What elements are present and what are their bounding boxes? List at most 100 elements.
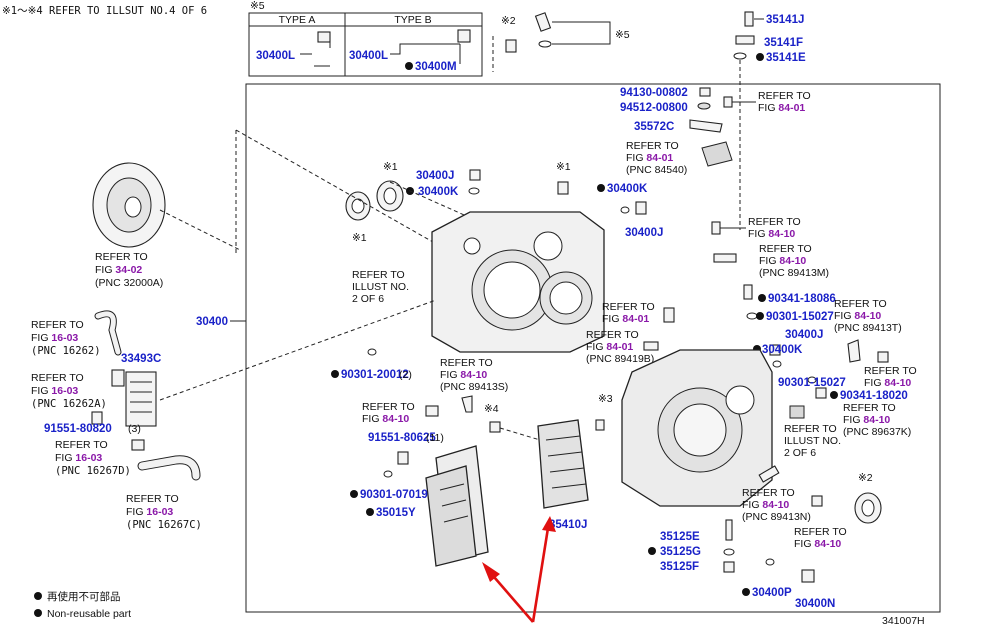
ref-17-l2: FIG 16-03 [31, 332, 78, 344]
mark-2-top: ※2 [501, 15, 516, 27]
header-note: ※1～※4 REFER TO ILLSUT NO.4 OF 6 [2, 5, 207, 17]
type-b-part-number[interactable]: 30400L [349, 50, 388, 62]
ref-11-l2: FIG 84-10 [843, 414, 890, 426]
ref-13-l2: FIG 84-10 [440, 369, 487, 381]
ref-18-l3: (PNC 16262A) [31, 398, 107, 410]
ref-19-l2: FIG 16-03 [55, 452, 102, 464]
pn-35125E[interactable]: 35125E [660, 531, 700, 543]
ref-2-l1: REFER TO [758, 90, 811, 102]
plug-icon [744, 11, 754, 27]
pn-30400K-right[interactable]: 30400K [762, 344, 803, 356]
mark-4: ※4 [484, 403, 499, 415]
ref-16-l1: REFER TO [794, 526, 847, 538]
pn-30400K-top[interactable]: 30400K [418, 186, 459, 198]
ref-4-l3: 2 OF 6 [352, 293, 384, 305]
ref-13-l1: REFER TO [440, 357, 493, 369]
ref-14-l2: FIG 84-10 [362, 413, 409, 425]
pn-35015Y[interactable]: 35015Y [376, 507, 416, 519]
pn-90301-20012[interactable]: 90301-20012 [341, 369, 409, 381]
qty-91551-80820: (3) [128, 423, 141, 435]
pn-35125F[interactable]: 35125F [660, 561, 699, 573]
ref-14-l1: REFER TO [362, 401, 415, 413]
ref-7-l2: FIG 84-01 [602, 313, 649, 325]
ref-6-l3: (PNC 89413M) [759, 267, 829, 279]
pn-90341-18020[interactable]: 90341-18020 [840, 390, 908, 402]
pn-30400J-top[interactable]: 30400J [416, 170, 454, 182]
ref-20-l1: REFER TO [126, 493, 179, 505]
o-ring-icon [538, 40, 552, 48]
ref-18-l2: FIG 16-03 [31, 385, 78, 397]
mark-2-right: ※2 [858, 472, 873, 484]
ref-8-l2: FIG 84-01 [586, 341, 633, 353]
harness-b-icon [457, 29, 471, 43]
ref-8-l3: (PNC 89419B) [586, 353, 654, 365]
legend-line-1: 再使用不可部品 [47, 590, 121, 603]
ref-17-l3: (PNC 16262) [31, 345, 101, 357]
pn-35141F[interactable]: 35141F [764, 37, 803, 49]
ref-4-l2: ILLUST NO. [352, 281, 409, 293]
switch-icon [713, 253, 737, 263]
sensor-84540-icon [701, 141, 733, 167]
pn-94130-00802[interactable]: 94130-00802 [620, 87, 688, 99]
ref-3-l2: FIG 84-01 [626, 152, 673, 164]
pn-30400J-right[interactable]: 30400J [785, 329, 823, 341]
ref-17-l1: REFER TO [31, 319, 84, 331]
pn-30400K-mid[interactable]: 30400K [607, 183, 648, 195]
pn-94512-00800[interactable]: 94512-00800 [620, 102, 688, 114]
pn-33493C[interactable]: 33493C [121, 353, 161, 365]
pn-35125G[interactable]: 35125G [660, 546, 701, 558]
mark-5-header: ※5 [250, 0, 265, 12]
ref-5-l2: FIG 84-10 [748, 228, 795, 240]
ref-15-l1: REFER TO [742, 487, 795, 499]
legend-dot-1 [34, 592, 42, 600]
ref-9-l3: (PNC 89413T) [834, 322, 902, 334]
type-box: TYPE A TYPE B 30400L 30400L 30400M [248, 12, 483, 77]
type-b-part-number-2[interactable]: 30400M [415, 61, 457, 73]
ref-11-l3: (PNC 89637K) [843, 426, 911, 438]
ref-1-l2: FIG 34-02 [95, 264, 142, 276]
ref-8-l1: REFER TO [586, 329, 639, 341]
legend-dot-2 [34, 609, 42, 617]
legend-line-2: Non-reusable part [47, 608, 131, 620]
ref-13-l3: (PNC 89413S) [440, 381, 508, 393]
pn-35141E[interactable]: 35141E [766, 52, 806, 64]
ref-3-l1: REFER TO [626, 140, 679, 152]
ref-10-l2: FIG 84-10 [864, 377, 911, 389]
ref-9-l1: REFER TO [834, 298, 887, 310]
ref-3-l3: (PNC 84540) [626, 164, 687, 176]
pn-30400[interactable]: 30400 [196, 316, 228, 328]
pn-90301-15027-a[interactable]: 90301-15027 [766, 311, 834, 323]
pn-90341-18086[interactable]: 90341-18086 [768, 293, 836, 305]
pn-90301-15027-b[interactable]: 90301-15027 [778, 377, 846, 389]
ref-20-l3: (PNC 16267C) [126, 519, 202, 531]
type-b-label: TYPE B [394, 14, 431, 26]
transmission-housing [621, 349, 773, 507]
ref-18-l1: REFER TO [31, 372, 84, 384]
oil-cooler [125, 371, 157, 427]
bolt-icon [505, 39, 517, 53]
valve-body [537, 419, 589, 509]
ref-11-l1: REFER TO [843, 402, 896, 414]
pn-35141J[interactable]: 35141J [766, 14, 804, 26]
ref-15-l2: FIG 84-10 [742, 499, 789, 511]
hose-16262 [95, 311, 121, 355]
pn-30400P[interactable]: 30400P [752, 587, 792, 599]
ref-12-l1: REFER TO [784, 423, 837, 435]
pn-35572C[interactable]: 35572C [634, 121, 674, 133]
mark-1-a: ※1 [383, 161, 398, 173]
type-a-part-number[interactable]: 30400L [256, 50, 295, 62]
ref-1-l3: (PNC 32000A) [95, 277, 163, 289]
ref-7-l1: REFER TO [602, 301, 655, 313]
mark-1-c: ※1 [556, 161, 571, 173]
pn-91551-80820[interactable]: 91551-80820 [44, 423, 112, 435]
pn-90301-07019[interactable]: 90301-07019 [360, 489, 428, 501]
transaxle-case [431, 211, 605, 353]
mark-3: ※3 [598, 393, 613, 405]
assembly-frame [245, 83, 941, 613]
pn-30400N[interactable]: 30400N [795, 598, 835, 610]
pn-30400J-mid[interactable]: 30400J [625, 227, 663, 239]
pn-35410J[interactable]: 35410J [549, 519, 587, 531]
ref-9-l2: FIG 84-10 [834, 310, 881, 322]
pn-91551-80625[interactable]: 91551-80625 [368, 432, 436, 444]
harness-a-icon [317, 31, 331, 43]
